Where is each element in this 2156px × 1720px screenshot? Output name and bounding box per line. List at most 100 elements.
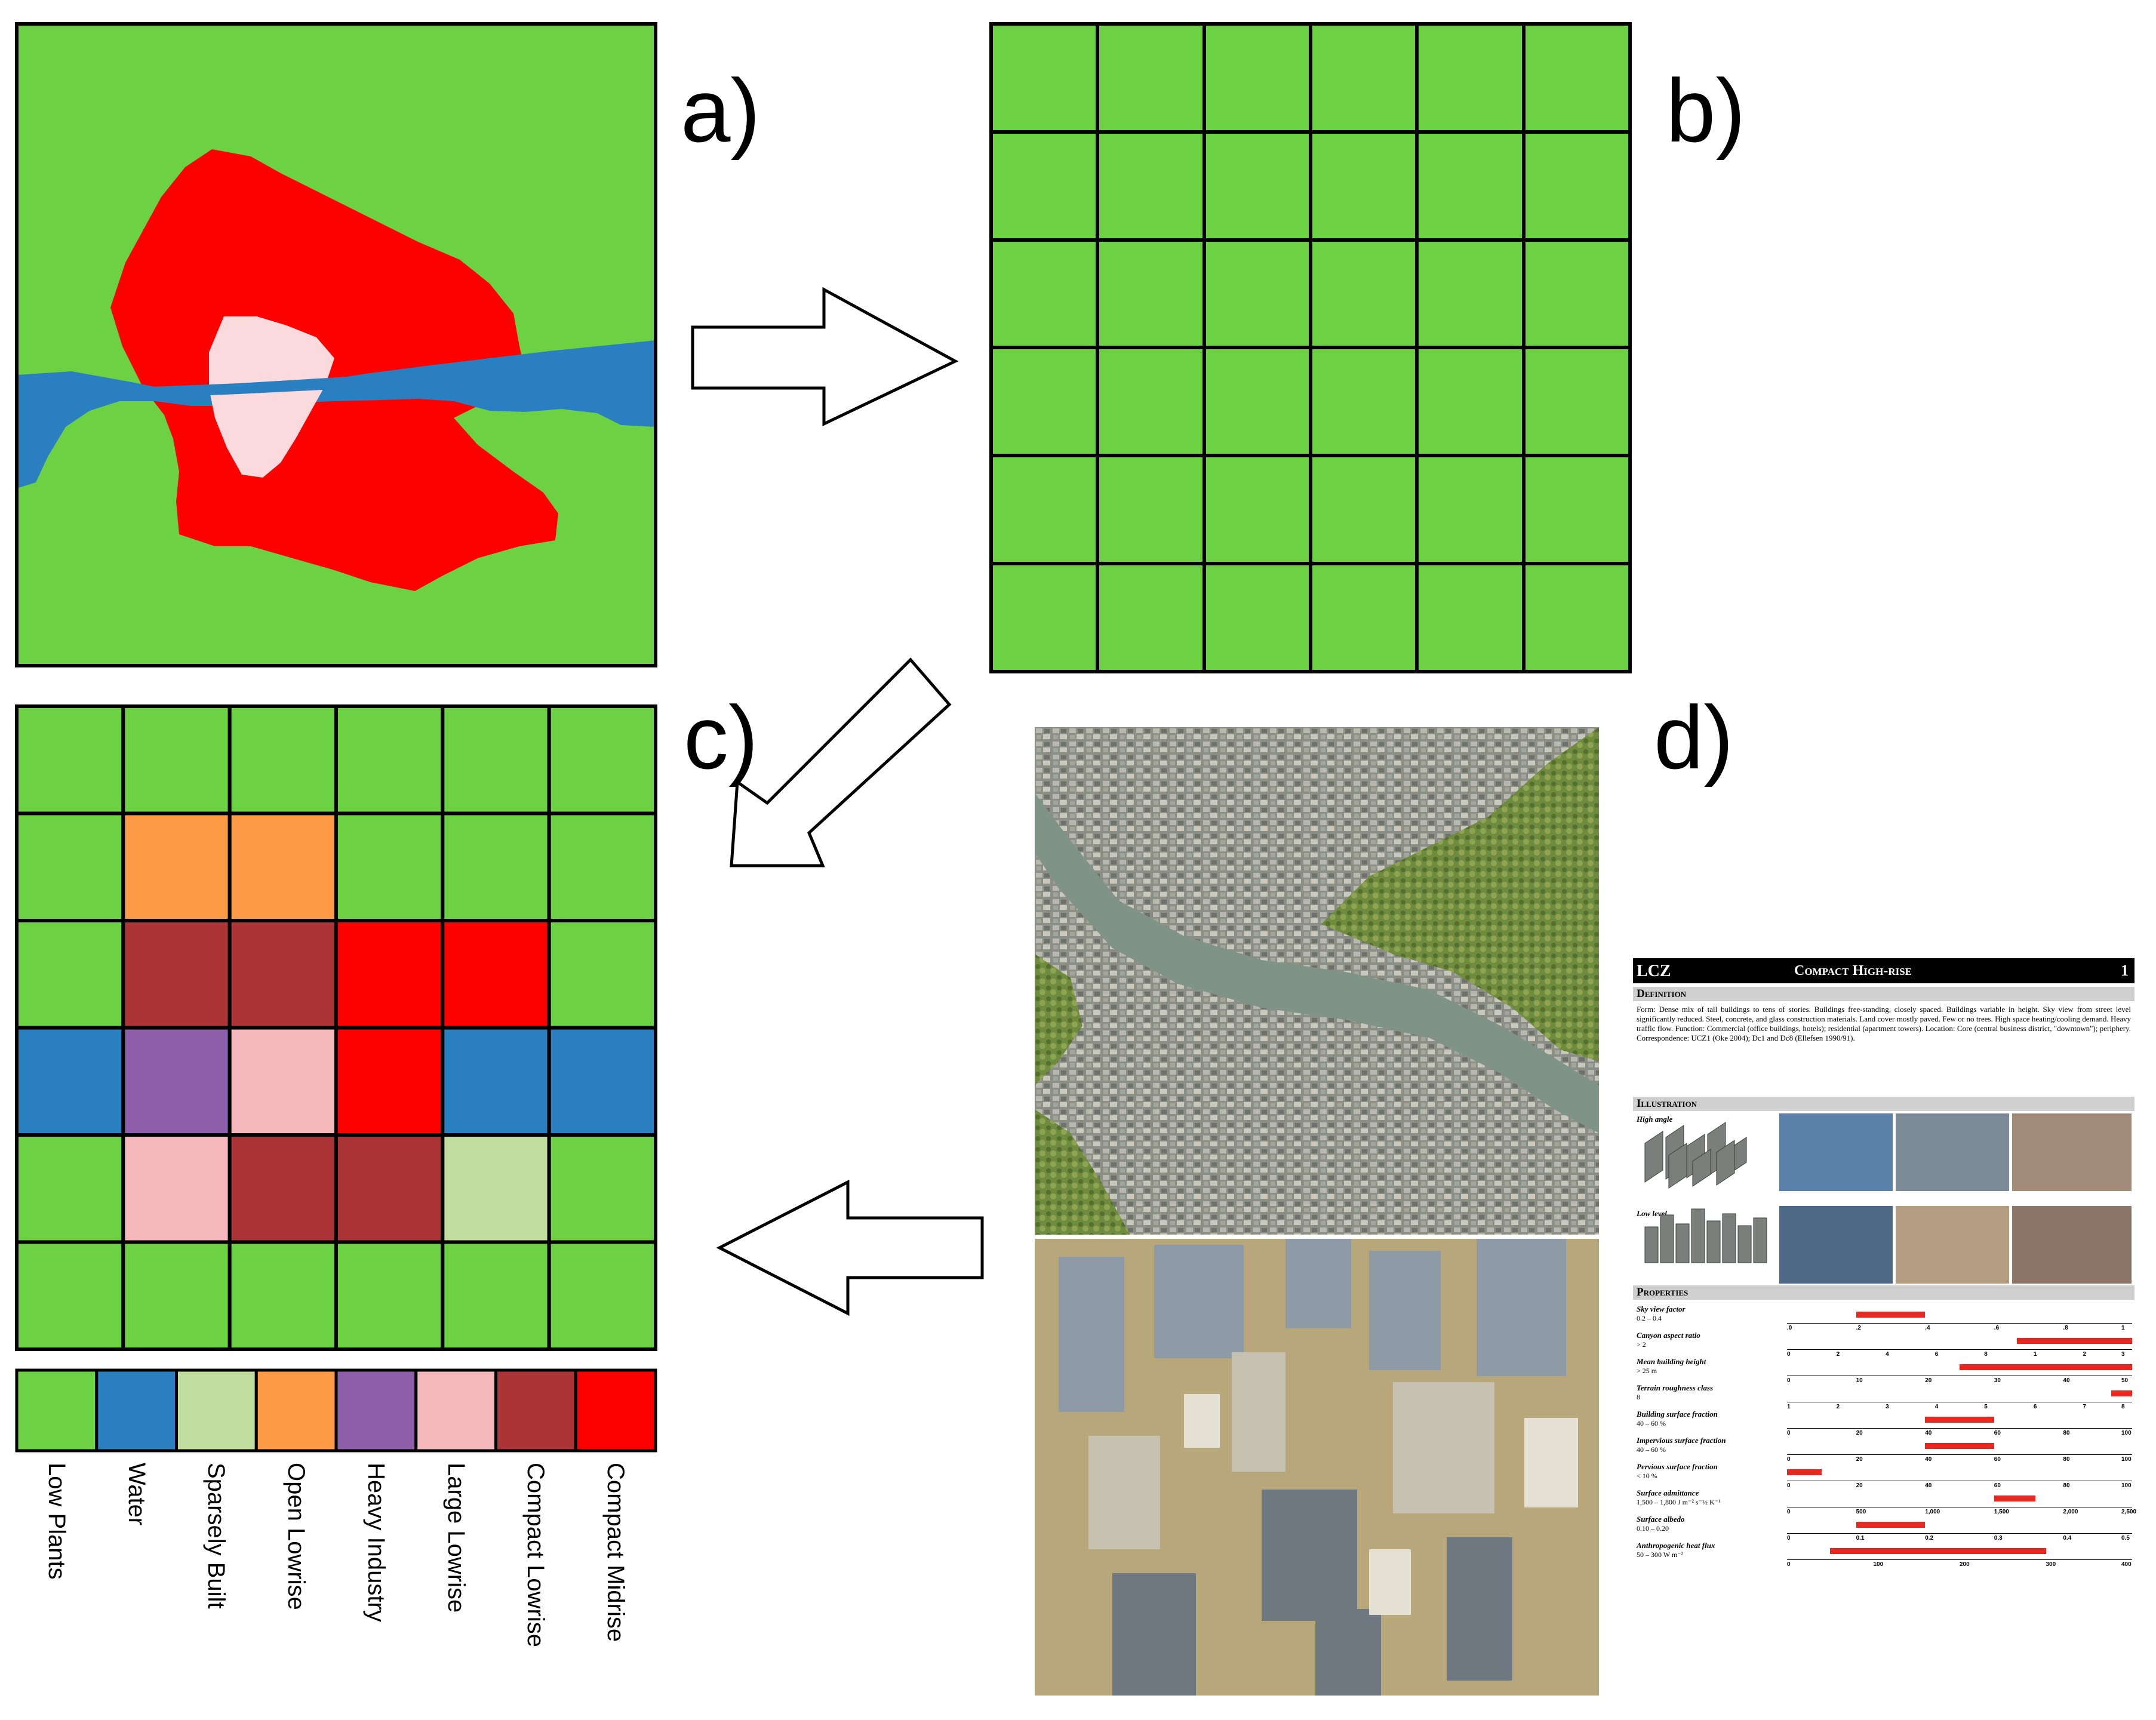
legend-label-large-lowrise: Large Lowrise bbox=[442, 1463, 469, 1613]
property-tick-label: 1,000 bbox=[1925, 1509, 1940, 1515]
lcz-data-sheet: LCZ Compact High-rise 1 Definition Form:… bbox=[1633, 958, 2136, 1570]
lcz-sheet-header: LCZ Compact High-rise 1 bbox=[1633, 958, 2135, 983]
property-bar bbox=[1856, 1522, 1926, 1528]
aerial-photo-river-city bbox=[1035, 727, 1599, 1235]
property-axis bbox=[1787, 1349, 2132, 1350]
panel-label-c: c) bbox=[684, 687, 758, 787]
property-tick-label: 80 bbox=[2063, 1482, 2070, 1489]
grid-cell-water bbox=[441, 1026, 551, 1137]
illustration-heading: Illustration bbox=[1633, 1097, 2135, 1111]
property-tick-label: 40 bbox=[1925, 1482, 1932, 1489]
property-name: Surface albedo bbox=[1637, 1515, 1685, 1524]
grid-cell-low-plants bbox=[15, 704, 125, 816]
property-tick-label: 0.5 bbox=[2121, 1535, 2130, 1541]
grid-cell-low-plants bbox=[547, 919, 658, 1030]
property-range: < 10 % bbox=[1637, 1472, 1657, 1480]
grid-cell-low-plants bbox=[334, 811, 445, 922]
property-axis bbox=[1787, 1323, 2132, 1324]
panel-label-d: d) bbox=[1654, 687, 1734, 787]
grid-cell-low-plants bbox=[227, 704, 338, 816]
property-name: Sky view factor bbox=[1637, 1304, 1686, 1313]
property-tick-label: 500 bbox=[1856, 1509, 1866, 1515]
property-bar bbox=[1925, 1417, 1994, 1423]
property-name: Anthropogenic heat flux bbox=[1637, 1541, 1715, 1550]
grid-cell-open-lowrise bbox=[227, 811, 338, 922]
arrow-d-to-c bbox=[716, 1179, 984, 1316]
property-tick-label: 6 bbox=[1934, 1351, 1939, 1358]
property-tick-label: .0 bbox=[1787, 1325, 1792, 1331]
property-tick-label: 1,500 bbox=[1994, 1509, 2009, 1515]
property-axis bbox=[1787, 1533, 2132, 1534]
property-tick-label: 100 bbox=[2121, 1482, 2132, 1489]
property-tick-label: 0 bbox=[1787, 1430, 1791, 1436]
property-name: Building surface fraction bbox=[1637, 1410, 1718, 1419]
grid-cell-low-plants bbox=[547, 1240, 658, 1351]
grid-cell-large-lowrise bbox=[227, 1026, 338, 1137]
legend-label-heavy-industry: Heavy Industry bbox=[362, 1463, 389, 1622]
aerial-photo-high-rise-city bbox=[1035, 1239, 1599, 1696]
grid-cell-low-plants bbox=[15, 1240, 125, 1351]
property-tick-label: .4 bbox=[1925, 1325, 1930, 1331]
grid-cell-low-plants bbox=[227, 1240, 338, 1351]
lcz-title: Compact High-rise bbox=[1794, 963, 1912, 979]
property-bar bbox=[2111, 1390, 2132, 1396]
property-bar bbox=[1856, 1312, 1926, 1318]
property-tick-label: 1 bbox=[2033, 1351, 2037, 1358]
grid-cell-low-plants bbox=[441, 1240, 551, 1351]
panel-b-grid bbox=[991, 24, 1630, 672]
property-tick-label: 0 bbox=[1787, 1377, 1791, 1384]
grid-cell-low-plants bbox=[441, 811, 551, 922]
legend-swatch-large-lowrise bbox=[414, 1368, 497, 1453]
property-name: Impervious surface fraction bbox=[1637, 1436, 1726, 1445]
legend-swatch-sparsely-built bbox=[175, 1368, 258, 1453]
property-tick-label: 0 bbox=[1787, 1351, 1791, 1358]
property-range: 0.10 – 0.20 bbox=[1637, 1524, 1669, 1533]
grid-cell-open-lowrise bbox=[121, 811, 232, 922]
property-tick-label: 40 bbox=[1925, 1430, 1932, 1436]
property-tick-label: 10 bbox=[1856, 1377, 1863, 1384]
legend-swatch-open-lowrise bbox=[254, 1368, 338, 1453]
legend-label-low-plants: Low Plants bbox=[43, 1463, 70, 1580]
property-tick-label: 100 bbox=[1873, 1561, 1884, 1568]
property-tick-label: 5 bbox=[1984, 1404, 1988, 1410]
property-tick-label: .6 bbox=[1994, 1325, 2000, 1331]
property-tick-label: 8 bbox=[2121, 1404, 2125, 1410]
property-tick-label: 3 bbox=[1886, 1404, 1889, 1410]
property-name: Canyon aspect ratio bbox=[1637, 1331, 1700, 1340]
property-range: 8 bbox=[1637, 1393, 1640, 1401]
property-tick-label: 200 bbox=[1960, 1561, 1970, 1568]
property-range: 40 – 60 % bbox=[1637, 1445, 1666, 1454]
legend-swatch-compact-lowrise bbox=[494, 1368, 577, 1453]
panel-label-a: a) bbox=[681, 60, 761, 161]
property-tick-label: 100 bbox=[2121, 1456, 2132, 1463]
grid-cell-heavy-industry bbox=[121, 1026, 232, 1137]
property-bar bbox=[1925, 1443, 1994, 1449]
grid-cell-low-plants bbox=[121, 704, 232, 816]
grid-cell-low-plants bbox=[547, 811, 658, 922]
grid-cell-low-plants bbox=[15, 1133, 125, 1244]
grid-cell-compact-lowrise bbox=[334, 1133, 445, 1244]
grid-cell-compact-midrise bbox=[334, 919, 445, 1030]
property-range: 1,500 – 1,800 J m⁻² s⁻½ K⁻¹ bbox=[1637, 1498, 1721, 1506]
property-tick-label: 8 bbox=[1984, 1351, 1988, 1358]
panel-label-b: b) bbox=[1666, 60, 1746, 161]
property-axis bbox=[1787, 1559, 2132, 1560]
grid-cell-compact-lowrise bbox=[121, 919, 232, 1030]
property-range: > 25 m bbox=[1637, 1367, 1657, 1375]
legend-label-sparsely-built: Sparsely Built bbox=[203, 1463, 230, 1609]
property-bar bbox=[2017, 1338, 2132, 1344]
property-tick-label: 1 bbox=[2121, 1325, 2125, 1331]
grid-cell-sparsely-built bbox=[441, 1133, 551, 1244]
property-tick-label: .8 bbox=[2063, 1325, 2068, 1331]
property-tick-label: 80 bbox=[2063, 1430, 2070, 1436]
property-tick-label: 7 bbox=[2083, 1404, 2086, 1410]
property-tick-label: 300 bbox=[2046, 1561, 2056, 1568]
panel-a-map bbox=[15, 22, 657, 667]
legend-swatch-compact-midrise bbox=[574, 1368, 657, 1453]
